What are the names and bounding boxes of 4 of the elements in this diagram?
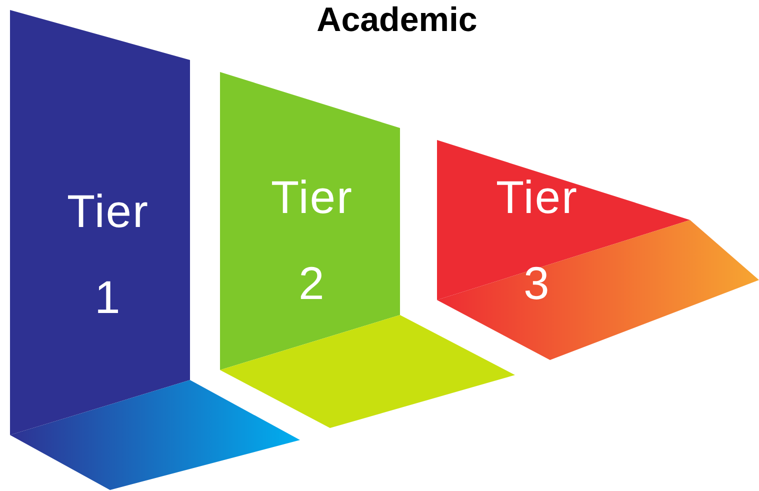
tier-label: Tier 1 bbox=[66, 184, 150, 325]
title: Academic bbox=[316, 0, 478, 40]
tier-label: Tier 3 bbox=[494, 170, 580, 311]
tier-label: Tier 2 bbox=[270, 170, 354, 311]
